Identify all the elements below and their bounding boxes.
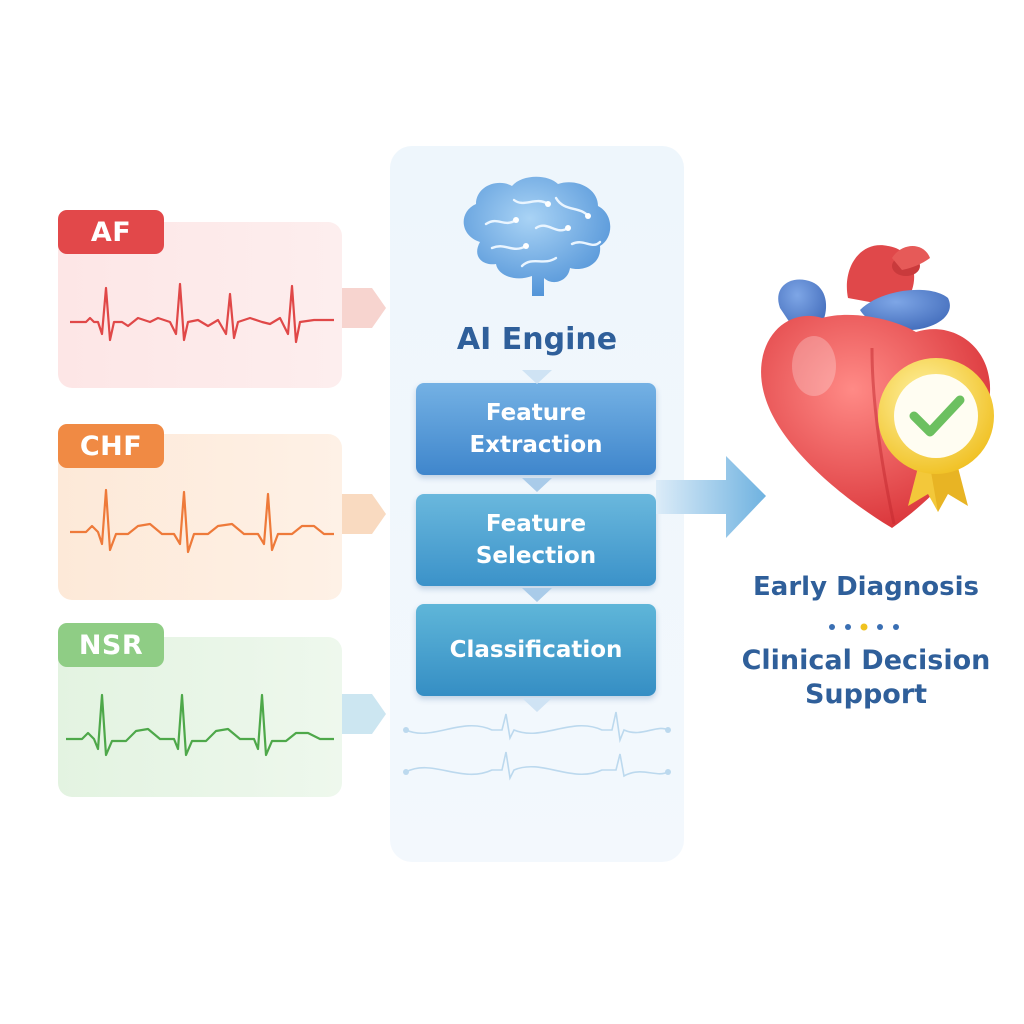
ecg-card-nsr — [58, 637, 342, 797]
chevron-down-icon — [522, 698, 552, 712]
arrow-chf-icon — [342, 494, 386, 534]
ecg-waveform-nsr — [66, 693, 334, 757]
output-early-diagnosis: Early Diagnosis — [753, 572, 979, 602]
output-clinical-decision-support: Clinical Decision Support — [716, 644, 1016, 712]
brain-icon — [463, 176, 611, 296]
step-3-line-1: Classification — [449, 637, 623, 663]
arrow-af-icon — [342, 288, 386, 328]
step-2-line-2: Selection — [475, 543, 597, 569]
check-badge-icon — [878, 358, 994, 512]
output-arrow-icon — [656, 456, 766, 538]
label-af: AF — [58, 210, 164, 254]
step-1-line-2: Extraction — [469, 432, 603, 458]
chevron-down-icon — [522, 478, 552, 492]
step-2-line-1: Feature — [485, 511, 587, 537]
signal-traces — [403, 711, 671, 781]
chevron-down-icon — [522, 588, 552, 602]
ecg-waveform-chf — [70, 488, 334, 554]
label-nsr: NSR — [58, 623, 164, 667]
output-line-2b: Support — [804, 679, 928, 710]
ecg-waveform-af — [70, 282, 334, 344]
step-classification: Classification — [416, 604, 656, 696]
step-1-line-1: Feature — [485, 400, 587, 426]
dot-separator — [829, 623, 899, 631]
label-chf: CHF — [58, 424, 164, 468]
output-line-2a: Clinical Decision — [741, 645, 991, 676]
chevron-down-icon — [522, 370, 552, 384]
arrow-nsr-icon — [342, 694, 386, 734]
engine-title: AI Engine — [456, 322, 618, 357]
